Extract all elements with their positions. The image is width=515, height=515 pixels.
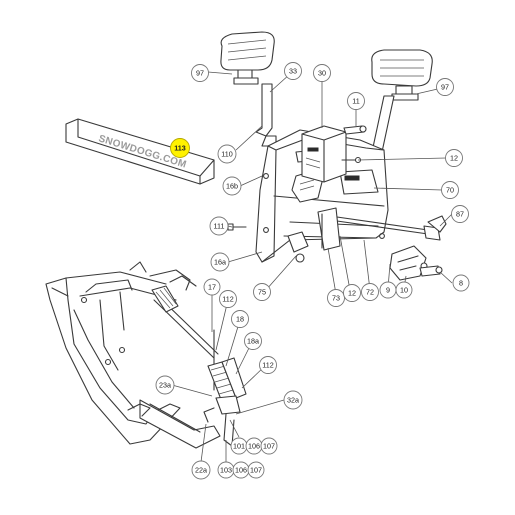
svg-text:101: 101 [233,442,245,451]
svg-text:111: 111 [214,222,225,231]
callout-16b: 16b [222,176,242,196]
callout-73: 73 [327,289,345,307]
callout-106-top: 106 [245,437,263,455]
callout-112-bottom: 112 [259,356,277,374]
svg-text:12: 12 [450,154,458,163]
svg-text:107: 107 [250,466,262,475]
callout-18: 18 [231,310,249,328]
callout-30: 30 [313,64,331,82]
callout-18a: 18a [244,332,262,350]
svg-text:12: 12 [348,289,356,298]
svg-text:106: 106 [248,442,260,451]
svg-text:16b: 16b [226,182,238,191]
deflector-bar: SNOWDOGG.COM [65,118,215,185]
callout-112-top: 112 [219,290,237,308]
svg-text:97: 97 [441,83,449,92]
pin-8 [419,265,443,277]
callout-8: 8 [452,274,470,292]
svg-text:10: 10 [400,286,408,295]
svg-text:16a: 16a [214,258,226,267]
callout-70: 70 [441,181,459,199]
callout-87: 87 [451,205,469,223]
svg-text:103: 103 [220,466,232,475]
svg-text:112: 112 [262,361,273,370]
callout-107-top: 107 [260,437,278,455]
latch-assembly [287,207,341,263]
svg-text:32a: 32a [287,396,299,405]
callout-97-right: 97 [436,78,454,96]
callout-75: 75 [253,283,271,301]
callout-10: 10 [395,281,413,299]
callout-12-bottom: 12 [343,284,361,302]
left-light-post [255,83,277,147]
spring-assembly [203,329,247,447]
callout-113: 113 [170,138,190,158]
callout-33: 33 [284,62,302,80]
svg-text:11: 11 [352,97,359,106]
left-headlight [220,31,275,85]
svg-text:23a: 23a [159,381,171,390]
svg-text:18: 18 [236,315,244,324]
control-box [301,125,347,183]
callout-107-bottom: 107 [247,461,265,479]
svg-text:17: 17 [208,283,216,292]
callout-23a: 23a [155,375,175,395]
svg-text:73: 73 [332,294,340,303]
svg-text:75: 75 [258,288,266,297]
callout-111: 111 [209,216,229,236]
callout-110: 110 [217,144,237,164]
leader-lines [171,71,453,468]
callout-106-bottom: 106 [232,461,250,479]
callout-12-top: 12 [445,149,463,167]
callout-9: 9 [379,281,397,299]
callout-32a: 32a [283,390,303,410]
svg-text:106: 106 [235,466,247,475]
svg-text:110: 110 [221,150,232,159]
callout-22a: 22a [191,460,211,480]
svg-text:87: 87 [456,210,464,219]
svg-text:107: 107 [263,442,275,451]
callout-97-left: 97 [191,64,209,82]
svg-text:30: 30 [318,69,326,78]
svg-text:9: 9 [386,286,390,295]
svg-text:8: 8 [459,279,463,288]
a-frame [45,261,221,449]
svg-text:112: 112 [222,295,233,304]
svg-text:70: 70 [446,186,454,195]
svg-text:22a: 22a [195,466,207,475]
lift-cylinder [329,215,447,241]
right-light-post [371,95,395,153]
svg-text:18a: 18a [247,337,259,346]
callout-16a: 16a [210,252,230,272]
lift-spring-arm [151,285,219,359]
svg-text:72: 72 [366,288,374,297]
callout-17: 17 [203,278,221,296]
callout-11: 11 [347,92,365,110]
svg-text:97: 97 [196,69,204,78]
callout-103: 103 [217,461,235,479]
mount-frame [255,129,389,263]
svg-text:113: 113 [174,144,186,153]
pin-11 [343,125,367,135]
svg-text:33: 33 [289,67,297,76]
callout-101: 101 [230,437,248,455]
callout-72: 72 [361,283,379,301]
